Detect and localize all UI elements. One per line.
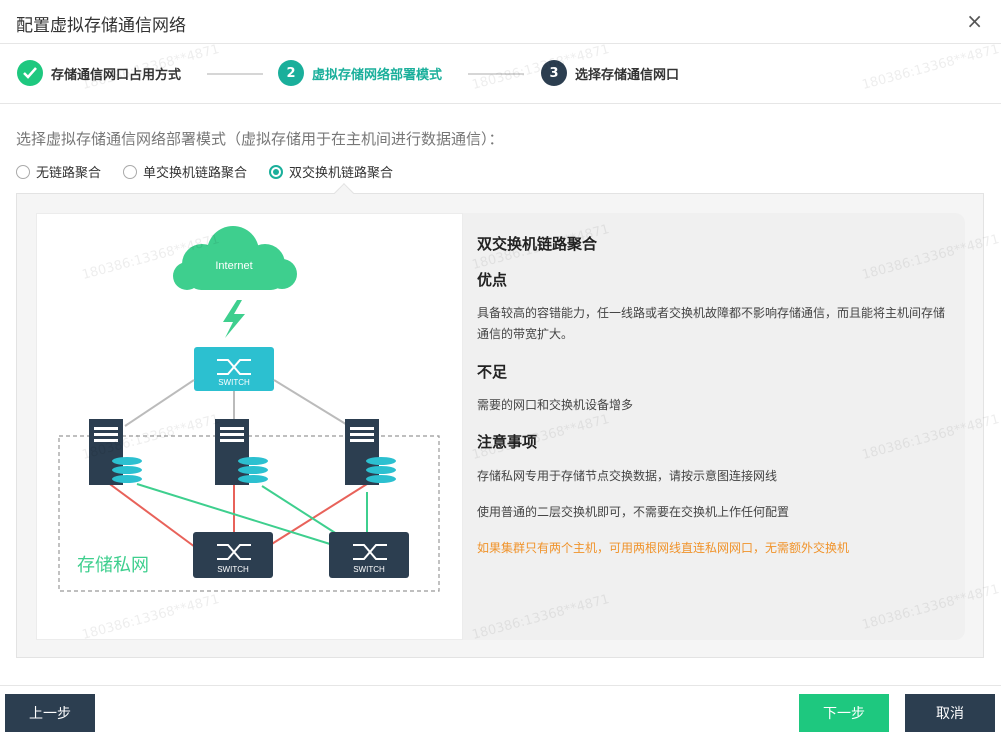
step-2: 2 虚拟存储网络部署模式 bbox=[278, 60, 442, 86]
switch-label: SWITCH bbox=[218, 378, 250, 387]
bottom-switch-right-icon bbox=[329, 532, 409, 578]
notes-heading: 注意事项 bbox=[477, 433, 538, 451]
internet-cloud-icon bbox=[173, 226, 297, 290]
radio-label: 单交换机链路聚合 bbox=[143, 166, 248, 181]
cons-heading: 不足 bbox=[477, 363, 508, 381]
pros-heading: 优点 bbox=[477, 271, 508, 289]
bottom-switch-left-icon bbox=[193, 532, 273, 578]
step-3-label: 选择存储通信网口 bbox=[575, 67, 680, 83]
cons-text: 需要的网口和交换机设备增多 bbox=[477, 398, 634, 412]
shuffle-icon bbox=[217, 544, 251, 560]
step-connector bbox=[207, 73, 263, 75]
radio-dual-switch[interactable]: 双交换机链路聚合 bbox=[269, 162, 393, 181]
radio-circle-icon[interactable] bbox=[123, 164, 138, 179]
storage-net-label: 存储私网 bbox=[77, 555, 149, 576]
note-1: 存储私网专用于存储节点交换数据，请按示意图连接网线 bbox=[477, 469, 778, 483]
topology-svg: Internet SWITCH bbox=[58, 226, 440, 592]
dialog-title: 配置虚拟存储通信网络 bbox=[16, 16, 186, 36]
step-2-label: 虚拟存储网络部署模式 bbox=[312, 67, 443, 83]
step-3: 3 选择存储通信网口 bbox=[541, 60, 679, 86]
step-1-label: 存储通信网口占用方式 bbox=[51, 67, 182, 83]
dialog-footer: 上一步 下一步 取消 bbox=[0, 685, 1001, 738]
radio-label: 双交换机链路聚合 bbox=[289, 166, 394, 181]
radio-label: 无链路聚合 bbox=[36, 166, 102, 181]
topology-diagram: Internet SWITCH bbox=[36, 213, 463, 640]
server-icon bbox=[345, 419, 396, 485]
step-1: 存储通信网口占用方式 bbox=[17, 60, 181, 86]
radio-no-aggregation[interactable]: 无链路聚合 bbox=[16, 162, 101, 181]
mode-info: 双交换机链路聚合 优点 具备较高的容错能力，任一线路或者交换机故障都不影响存储通… bbox=[463, 213, 965, 640]
mode-prompt: 选择虚拟存储通信网络部署模式（虚拟存储用于在主机间进行数据通信）： bbox=[16, 130, 504, 148]
step-3-number: 3 bbox=[541, 60, 567, 86]
note-warning: 如果集群只有两个主机，可用两根网线直连私网网口，无需额外交换机 bbox=[477, 541, 850, 555]
close-icon[interactable]: × bbox=[966, 9, 983, 33]
mode-detail-panel: Internet SWITCH bbox=[16, 193, 984, 658]
lightning-icon bbox=[223, 300, 245, 338]
step-2-number: 2 bbox=[278, 60, 304, 86]
step-indicator: 存储通信网口占用方式 2 虚拟存储网络部署模式 3 选择存储通信网口 bbox=[0, 44, 1001, 104]
internet-label: Internet bbox=[215, 260, 252, 272]
pros-text: 具备较高的容错能力，任一线路或者交换机故障都不影响存储通信，而且能将主机间存储通… bbox=[477, 306, 946, 341]
server-icon bbox=[89, 419, 142, 485]
cancel-button[interactable]: 取消 bbox=[905, 694, 995, 732]
dialog-titlebar: 配置虚拟存储通信网络 × bbox=[0, 0, 1001, 44]
prev-button[interactable]: 上一步 bbox=[5, 694, 95, 732]
shuffle-icon bbox=[353, 544, 387, 560]
note-2: 使用普通的二层交换机即可，不需要在交换机上作任何配置 bbox=[477, 505, 790, 519]
switch-label: SWITCH bbox=[217, 565, 249, 574]
radio-selected-icon[interactable] bbox=[269, 164, 284, 179]
radio-single-switch[interactable]: 单交换机链路聚合 bbox=[123, 162, 247, 181]
server-icon bbox=[215, 419, 268, 485]
shuffle-icon bbox=[217, 359, 251, 375]
mode-radio-group: 无链路聚合 单交换机链路聚合 双交换机链路聚合 bbox=[16, 162, 415, 181]
next-button[interactable]: 下一步 bbox=[799, 694, 889, 732]
switch-label: SWITCH bbox=[353, 565, 385, 574]
radio-circle-icon[interactable] bbox=[16, 164, 30, 179]
checkmark-icon bbox=[17, 60, 43, 86]
step-connector bbox=[468, 73, 524, 75]
top-switch-icon bbox=[194, 347, 274, 391]
info-title: 双交换机链路聚合 bbox=[477, 235, 598, 253]
